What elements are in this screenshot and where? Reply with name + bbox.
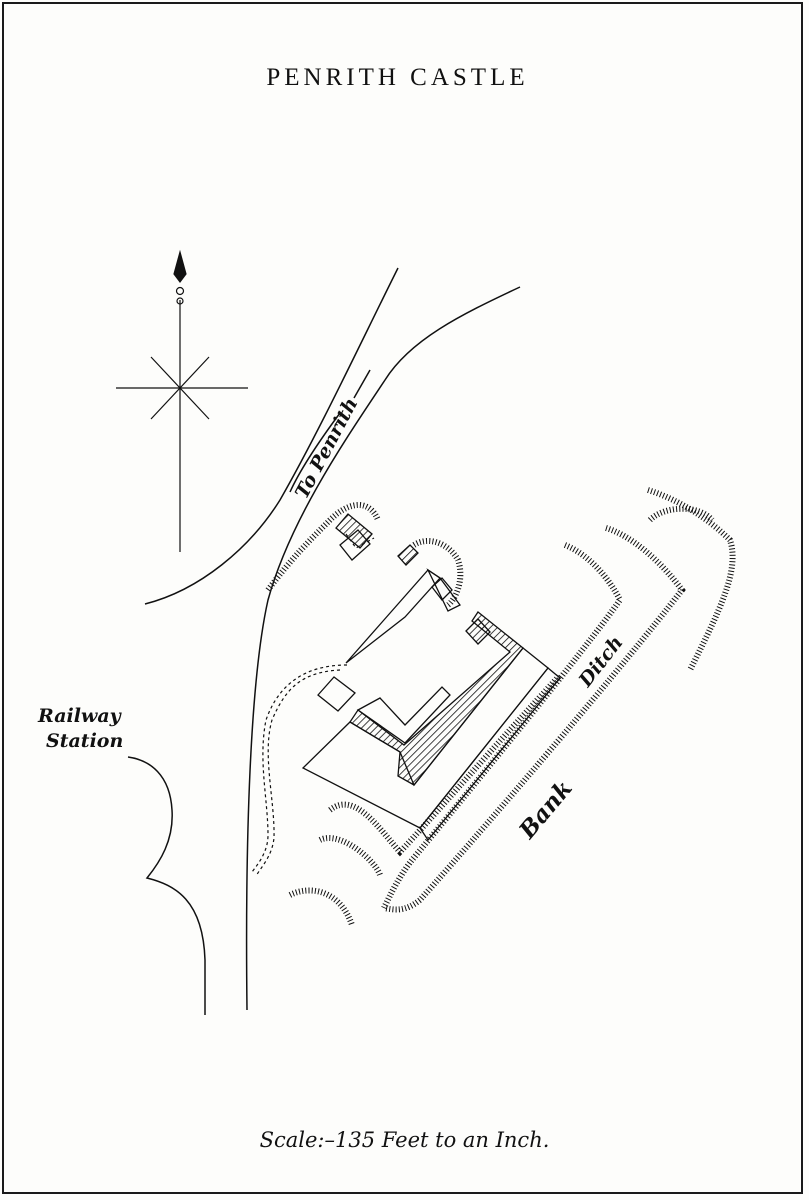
label-railway: Railway [37,705,123,727]
scale-caption: Scale:–135 Feet to an Inch. [259,1128,550,1152]
compass-rose-icon [116,249,248,552]
footpath [251,533,375,877]
castle-walls [301,513,561,842]
label-bank: Bank [513,775,577,844]
map-title: PENRITH CASTLE [266,64,529,91]
roads [127,267,521,1015]
earthworks [265,487,736,927]
label-station: Station [46,730,123,752]
label-ditch: Ditch [574,632,628,692]
